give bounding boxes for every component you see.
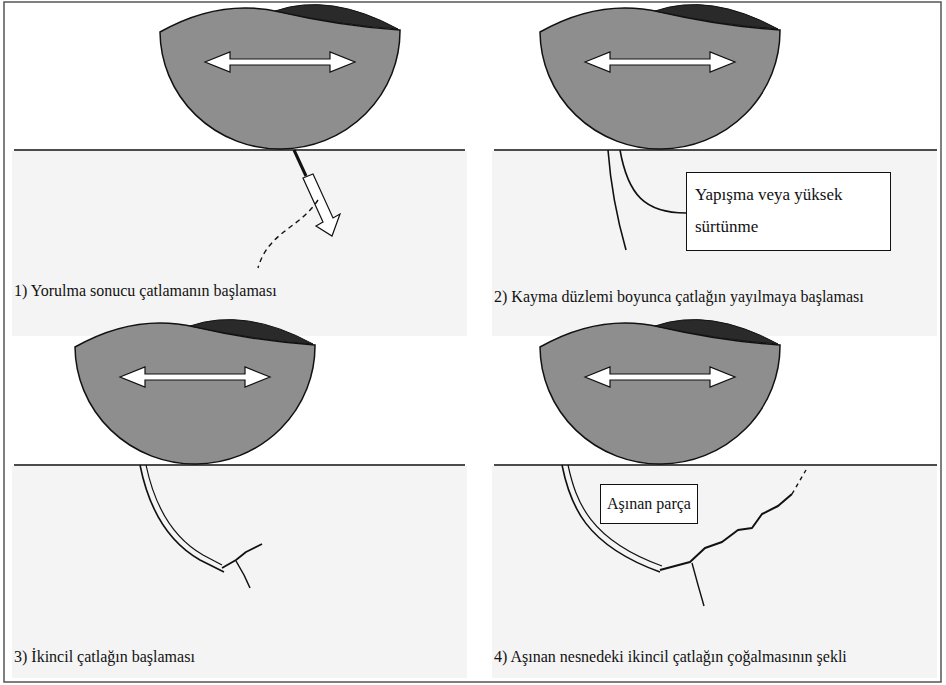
crack-line <box>792 470 806 494</box>
panel-caption: 2) Kayma düzlemi boyunca çatlağın yayılm… <box>494 288 864 306</box>
motion-arrow <box>585 52 735 72</box>
panel-caption: 3) İkincil çatlağın başlaması <box>14 648 195 666</box>
material-ground <box>492 466 937 678</box>
crack-line <box>146 465 222 565</box>
crack-line <box>222 544 262 568</box>
callout-text: Aşınan parça <box>607 489 691 519</box>
callout-box: Aşınan parça <box>600 484 698 524</box>
surface-line <box>14 464 465 466</box>
slider-body <box>540 5 780 149</box>
panel-caption: 4) Aşınan nesnedeki ikincil çatlağın çoğ… <box>494 648 847 666</box>
slip-band <box>303 174 340 236</box>
crack-line <box>140 465 224 572</box>
material-ground <box>12 151 467 336</box>
surface-line <box>14 149 465 151</box>
material-ground <box>492 151 937 336</box>
slider-body <box>160 5 400 149</box>
slider-body <box>75 320 315 464</box>
crack-line <box>236 561 250 588</box>
callout-box: Yapışma veya yüksek sürtünme <box>686 172 891 251</box>
crack-line <box>258 200 318 268</box>
surface-line <box>494 149 937 151</box>
crack-line <box>294 150 306 176</box>
callout-text: Yapışma veya yüksek sürtünme <box>695 179 882 244</box>
slider-body <box>540 320 780 464</box>
motion-arrow <box>205 52 355 72</box>
crack-line <box>692 563 704 606</box>
frame <box>4 2 941 682</box>
surface-line <box>494 464 937 466</box>
motion-arrow <box>120 367 270 387</box>
crack-line <box>620 150 686 213</box>
panel-caption: 1) Yorulma sonucu çatlamanın başlaması <box>14 282 277 300</box>
material-ground <box>12 466 467 678</box>
motion-arrow <box>585 367 735 387</box>
